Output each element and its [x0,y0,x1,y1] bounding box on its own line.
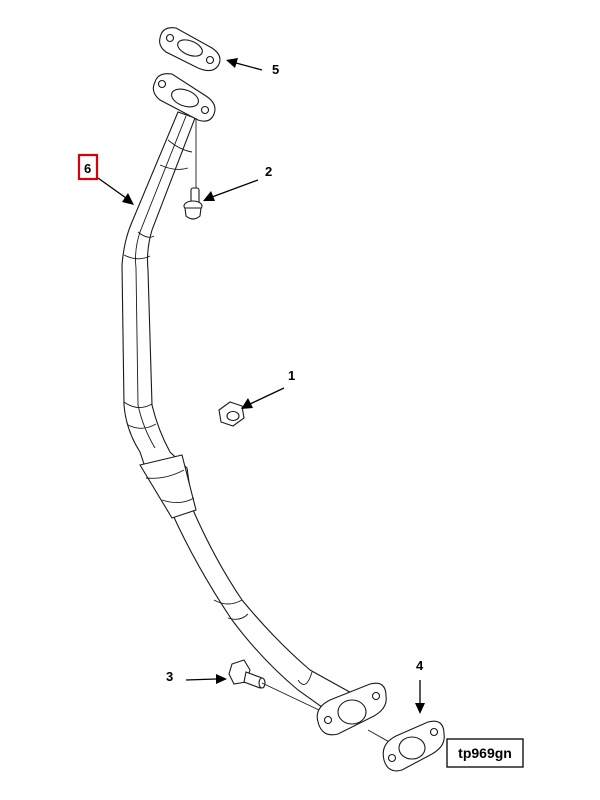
callout-arrow-3 [185,674,227,684]
lower-gasket[interactable] [382,720,445,772]
callout-arrow-5 [226,58,263,71]
lower-bolt[interactable] [228,659,341,721]
callout-arrow-1 [241,387,285,409]
lower-tube-flange[interactable] [316,682,401,749]
callout-number-6[interactable]: 6 [84,161,91,176]
callout-arrow-6 [97,177,134,205]
figure-id-box [446,738,524,768]
callout-number-3[interactable]: 3 [166,669,173,684]
callout-number-2[interactable]: 2 [265,164,272,179]
figure-id-label: tp969gn [458,745,512,761]
callout-6-highlight-box [77,153,99,181]
hex-nut[interactable] [218,401,245,427]
tube-assembly[interactable] [121,111,356,721]
callout-arrow-2 [203,179,259,201]
callout-arrow-4 [415,680,425,714]
callout-number-1[interactable]: 1 [288,368,295,383]
callout-number-4[interactable]: 4 [416,658,424,673]
upper-tube-flange[interactable] [152,73,216,122]
upper-gasket[interactable] [159,27,221,72]
callout-number-5[interactable]: 5 [272,62,279,77]
flange-bolt[interactable] [183,118,203,220]
